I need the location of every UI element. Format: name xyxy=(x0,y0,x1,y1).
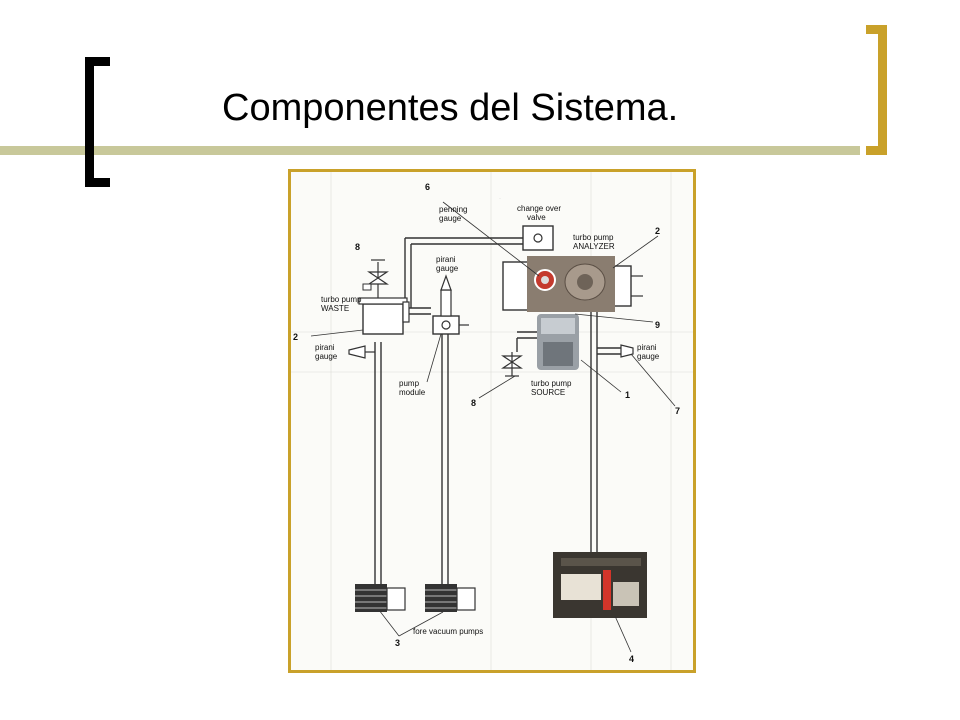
label-fore-vacuum-pumps: fore vacuum pumps xyxy=(413,627,483,636)
label-penning-gauge: gauge xyxy=(439,214,462,223)
label-turbo-pump-waste: turbo pump xyxy=(321,295,362,304)
label-4: 4 xyxy=(629,654,634,664)
fore-vacuum-pump-right xyxy=(425,584,476,612)
fore-vacuum-pump-left xyxy=(355,584,406,612)
label-waste: WASTE xyxy=(321,304,349,313)
label-6: 6 xyxy=(425,182,430,192)
label-pirani-right-gauge: gauge xyxy=(637,352,660,361)
vacuum-system-diagram: · 6 penning gauge change over valve 2 tu… xyxy=(291,172,693,670)
label-pirani-top: pirani xyxy=(436,255,456,264)
label-turbo-pump-source: turbo pump xyxy=(531,379,572,388)
label-analyzer: ANALYZER xyxy=(573,242,615,251)
pirani-gauge-right xyxy=(620,344,634,358)
label-pirani-left-gauge: gauge xyxy=(315,352,338,361)
valve-bottom xyxy=(501,352,523,377)
right-bracket-decoration xyxy=(866,25,887,155)
turbo-pump-waste xyxy=(362,303,404,335)
system-diagram-figure: · 6 penning gauge change over valve 2 tu… xyxy=(288,169,696,673)
change-over-valve xyxy=(522,225,554,251)
label-2-waste: 2 xyxy=(293,332,298,342)
label-penning: penning xyxy=(439,205,467,214)
slide-title: Componentes del Sistema. xyxy=(222,87,679,129)
label-1: 1 xyxy=(625,390,630,400)
label-8-bottom: 8 xyxy=(471,398,476,408)
label-pirani-left: pirani xyxy=(315,343,335,352)
label-3: 3 xyxy=(395,638,400,648)
valve-top xyxy=(367,259,389,298)
power-module-photo xyxy=(553,552,647,618)
left-bracket-decoration xyxy=(85,57,110,187)
label-module: module xyxy=(399,388,426,397)
pirani-gauge-middle xyxy=(440,289,452,317)
leader-lines xyxy=(310,201,676,653)
label-9: 9 xyxy=(655,320,660,330)
header-rule xyxy=(0,146,860,155)
label-pirani-top-gauge: gauge xyxy=(436,264,459,273)
label-2-analyzer: 2 xyxy=(655,226,660,236)
pirani-gauge-left xyxy=(348,345,366,359)
label-valve: valve xyxy=(527,213,546,222)
label-8-top: 8 xyxy=(355,242,360,252)
pump-module xyxy=(432,315,460,335)
label-7: 7 xyxy=(675,406,680,416)
label-turbo-pump-analyzer: turbo pump xyxy=(573,233,614,242)
svg-text:·: · xyxy=(499,196,501,202)
label-change-over: change over xyxy=(517,204,561,213)
label-source: SOURCE xyxy=(531,388,565,397)
label-pirani-right: pirani xyxy=(637,343,657,352)
label-pump: pump xyxy=(399,379,420,388)
